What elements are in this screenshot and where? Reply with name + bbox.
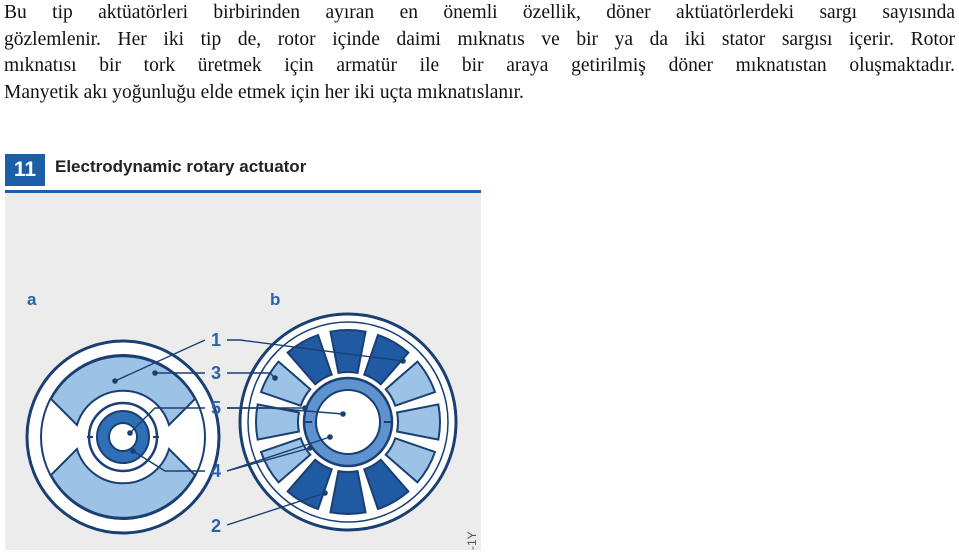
subfigure-a-label: a	[27, 290, 37, 309]
figure-header: 11 Electrodynamic rotary actuator	[5, 150, 481, 193]
actuator-a-lower-stator-pole	[49, 447, 197, 519]
subfigure-b-label: b	[270, 290, 280, 309]
actuator-b-stator-pole	[259, 360, 312, 407]
actuator-b-stator-pole	[255, 403, 301, 441]
body-paragraph: Bu tip aktüatörleri birbirinden ayıran e…	[4, 0, 955, 106]
callout-1: 1	[211, 330, 221, 350]
figure-title: Electrodynamic rotary actuator	[55, 157, 307, 176]
figure-code: -1Y	[465, 531, 479, 550]
paragraph-line-2: gözlemlenir. Her iki tip de, rotor içind…	[4, 28, 955, 50]
actuator-b-stator-pole	[384, 437, 437, 484]
paragraph-line-3: mıknatısı bir tork üretmek için armatür …	[4, 55, 955, 76]
paragraph-line-1: Bu tip aktüatörleri birbirinden ayıran e…	[4, 2, 955, 23]
actuator-b-stator-pole	[329, 469, 367, 515]
actuator-b-stator-pole	[395, 403, 441, 441]
callout-3: 3	[211, 363, 221, 383]
figure-electrodynamic-rotary-actuator: 11 Electrodynamic rotary actuator a b	[5, 150, 481, 550]
actuator-b-stator-pole	[363, 458, 410, 511]
figure-number-badge: 11	[5, 154, 45, 186]
actuator-a-shaft	[108, 422, 138, 452]
actuator-b-stator-pole	[363, 333, 410, 386]
actuator-b-stator-pole	[329, 329, 367, 375]
actuator-b-rotor	[315, 389, 381, 455]
actuator-b-stator-pole	[384, 360, 437, 407]
actuator-a	[25, 339, 221, 535]
actuator-b	[238, 312, 458, 532]
paragraph-line-4: Manyetik akı yoğunluğu elde etmek için h…	[4, 81, 524, 103]
leader-lines	[112, 339, 406, 526]
actuator-diagram: a b 1 3 5 4	[25, 290, 479, 550]
callout-2: 2	[211, 516, 221, 536]
callout-5: 5	[211, 398, 221, 418]
actuator-b-stator-pole	[286, 458, 333, 511]
callout-4: 4	[211, 461, 221, 481]
